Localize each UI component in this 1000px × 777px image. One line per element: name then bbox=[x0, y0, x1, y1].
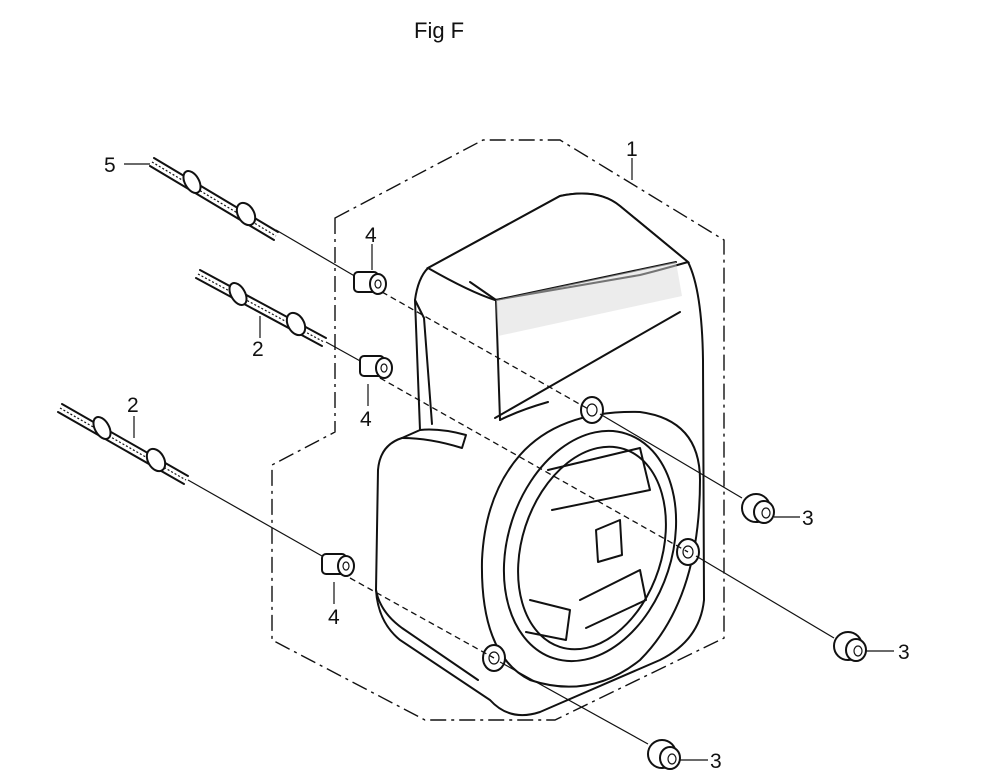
callout-3-lower: 3 bbox=[710, 750, 722, 773]
nut-3-middle bbox=[833, 631, 867, 662]
housing-boss-top bbox=[580, 396, 604, 424]
stud-bolt-2-upper bbox=[195, 269, 327, 347]
callout-2-upper: 2 bbox=[252, 338, 264, 361]
fan-housing bbox=[374, 192, 706, 716]
callout-3-middle: 3 bbox=[898, 641, 910, 664]
callout-5: 5 bbox=[104, 154, 116, 177]
figure-title: Fig F bbox=[414, 18, 465, 43]
callout-3-upper: 3 bbox=[802, 507, 814, 530]
assembly-boundary bbox=[271, 139, 725, 721]
callout-4-middle: 4 bbox=[360, 408, 372, 431]
nut-3-upper bbox=[741, 493, 775, 524]
callout-1: 1 bbox=[626, 138, 638, 161]
collar-4-lower bbox=[321, 553, 355, 577]
callout-4-upper: 4 bbox=[365, 224, 377, 247]
collar-4-middle bbox=[359, 355, 393, 379]
nut-3-lower bbox=[647, 739, 681, 770]
callout-2-lower: 2 bbox=[127, 394, 139, 417]
stud-bolt-5 bbox=[149, 157, 279, 241]
assembly-lines bbox=[187, 229, 835, 745]
leader-lines bbox=[124, 158, 894, 761]
callout-4-lower: 4 bbox=[328, 606, 340, 629]
stud-bolt-2-lower bbox=[57, 403, 189, 485]
collar-4-upper bbox=[353, 271, 387, 295]
